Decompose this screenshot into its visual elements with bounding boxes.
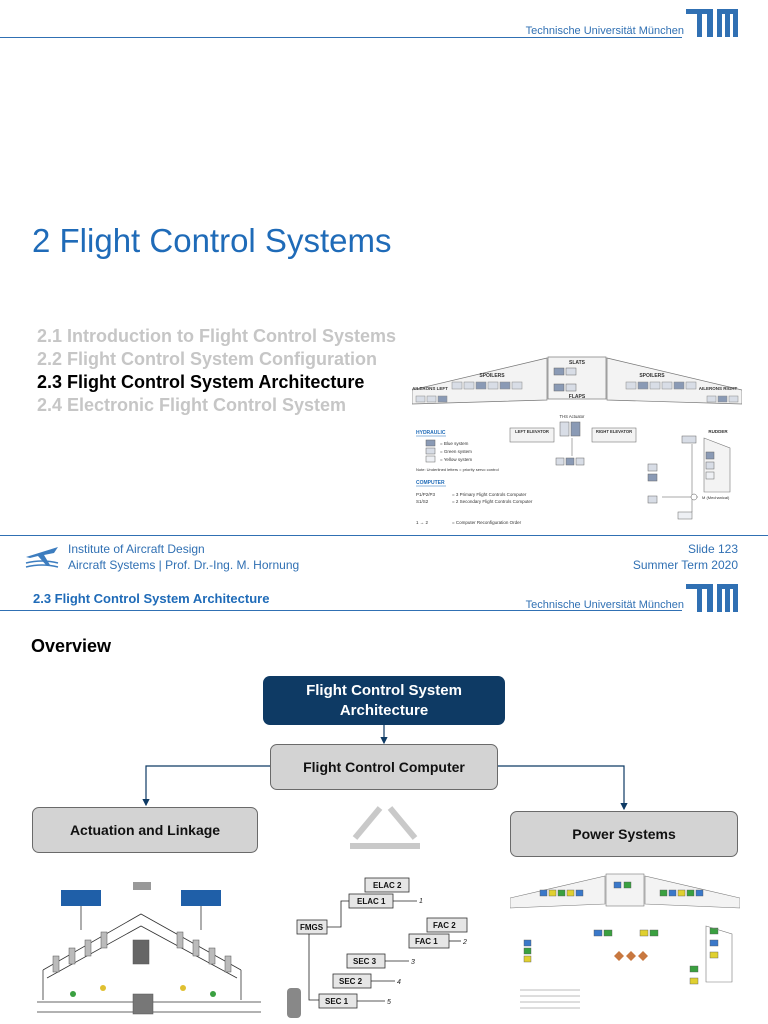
actuation-diagram [33, 870, 265, 1020]
connector-lines [142, 725, 628, 849]
sec-2-block: SEC 2 [332, 973, 372, 989]
svg-text:SEC 3: SEC 3 [353, 957, 377, 966]
course-name: Aircraft Systems | Prof. Dr.-Ing. M. Hor… [68, 558, 300, 572]
flight-control-surfaces-diagram: SLATS FLAPS SPOILERS SPOILERS AILERONS L… [412, 352, 742, 528]
svg-text:5: 5 [387, 999, 391, 1006]
svg-text:S1/S2: S1/S2 [416, 499, 429, 504]
tum-logo [686, 9, 738, 37]
svg-text:COMPUTER: COMPUTER [416, 480, 445, 486]
svg-text:FAC 1: FAC 1 [415, 937, 438, 946]
flight-control-computer-box[interactable]: Flight Control Computer [270, 744, 498, 790]
header-line [0, 37, 682, 38]
cycle-arrows-icon [350, 806, 420, 849]
svg-text:RIGHT ELEVATOR: RIGHT ELEVATOR [596, 429, 632, 434]
svg-text:P1/P2/P3: P1/P2/P3 [416, 492, 436, 497]
overview-heading: Overview [31, 636, 112, 656]
sec-3-block: SEC 3 [346, 953, 386, 969]
svg-text:FMGS: FMGS [300, 923, 324, 932]
svg-text:ELAC 1: ELAC 1 [357, 897, 386, 906]
fac-2-block: FAC 2 [426, 917, 468, 933]
svg-text:2: 2 [462, 939, 467, 946]
svg-text:3: 3 [411, 959, 415, 966]
svg-text:M (Mechanical): M (Mechanical) [702, 495, 730, 500]
svg-text:4: 4 [397, 979, 401, 986]
slide-header: 2.3 Flight Control System Architecture [33, 591, 270, 606]
svg-text:1: 1 [419, 898, 423, 905]
svg-text:FAC 2: FAC 2 [433, 921, 456, 930]
toc-item-2-3[interactable]: 2.3 Flight Control System Architecture [37, 372, 365, 392]
svg-text:SPOILERS: SPOILERS [479, 373, 505, 379]
svg-text:AILERONS RIGHT: AILERONS RIGHT [699, 386, 738, 391]
svg-text:SEC 2: SEC 2 [339, 977, 363, 986]
footer-line [0, 535, 768, 536]
institute-info: Institute of Aircraft Design Aircraft Sy… [68, 541, 299, 573]
toc-item-2-1[interactable]: 2.1 Introduction to Flight Control Syste… [37, 326, 397, 346]
svg-text:= 3 Primary Flight Controls Co: = 3 Primary Flight Controls Computer [452, 492, 527, 497]
svg-text:SLATS: SLATS [569, 360, 586, 366]
architecture-box[interactable]: Flight Control System Architecture [263, 676, 505, 725]
svg-text:AILERONS LEFT: AILERONS LEFT [412, 386, 448, 391]
svg-text:SEC 1: SEC 1 [325, 997, 349, 1006]
toc-item-2-4[interactable]: 2.4 Electronic Flight Control System [37, 395, 347, 415]
svg-text:THS Actuator: THS Actuator [560, 414, 586, 419]
fac-1-block: FAC 1 [408, 933, 450, 949]
tum-logo [686, 584, 738, 612]
svg-text:= Green system: = Green system [440, 449, 472, 454]
header-line [0, 610, 682, 611]
institute-name: Institute of Aircraft Design [68, 542, 205, 556]
svg-text:LEFT ELEVATOR: LEFT ELEVATOR [515, 429, 549, 434]
power-systems-diagram [510, 870, 740, 1020]
slide-info: Slide 123 Summer Term 2020 [633, 541, 738, 573]
sec-1-block: SEC 1 [318, 993, 358, 1009]
power-systems-box[interactable]: Power Systems [510, 811, 738, 857]
svg-text:= Blue system: = Blue system [440, 441, 469, 446]
svg-text:= Computer Reconfiguration Ord: = Computer Reconfiguration Order [452, 520, 522, 525]
fmgs-block: FMGS [296, 919, 328, 935]
slide-title: 2 Flight Control Systems [32, 222, 392, 259]
flight-computers-diagram: ELAC 2 ELAC 1 FMGS FAC 2 FAC 1 SEC 3 SEC… [285, 870, 485, 1020]
table-of-contents: 2.1 Introduction to Flight Control Syste… [37, 325, 396, 417]
svg-text:SPOILERS: SPOILERS [639, 373, 665, 379]
elac-2-block: ELAC 2 [364, 877, 410, 893]
actuation-linkage-box[interactable]: Actuation and Linkage [32, 807, 258, 853]
elac-1-block: ELAC 1 [348, 893, 394, 909]
toc-item-2-2[interactable]: 2.2 Flight Control System Configuration [37, 349, 378, 369]
title-slide: Technische Universität München 2 Flight … [0, 9, 768, 573]
overview-slide: 2.3 Flight Control System Architecture T… [0, 580, 768, 1024]
svg-text:RUDDER: RUDDER [708, 429, 728, 434]
svg-text:= 2 Secondary Flight Controls: = 2 Secondary Flight Controls Computer [452, 499, 533, 504]
svg-text:ELAC 2: ELAC 2 [373, 881, 402, 890]
university-name: Technische Universität München [525, 599, 684, 611]
aircraft-design-logo [25, 547, 59, 568]
svg-text:= Yellow system: = Yellow system [440, 457, 472, 462]
svg-text:HYDRAULIC: HYDRAULIC [416, 430, 446, 436]
svg-text:Note: Underlined letters = pri: Note: Underlined letters = priority serv… [416, 467, 499, 472]
sidestick-icon [287, 988, 301, 1018]
svg-text:FLAPS: FLAPS [569, 394, 586, 400]
university-name: Technische Universität München [525, 25, 684, 37]
term: Summer Term 2020 [632, 558, 738, 572]
svg-text:1 → 2: 1 → 2 [416, 520, 429, 525]
slide-number: Slide 123 [687, 542, 738, 556]
